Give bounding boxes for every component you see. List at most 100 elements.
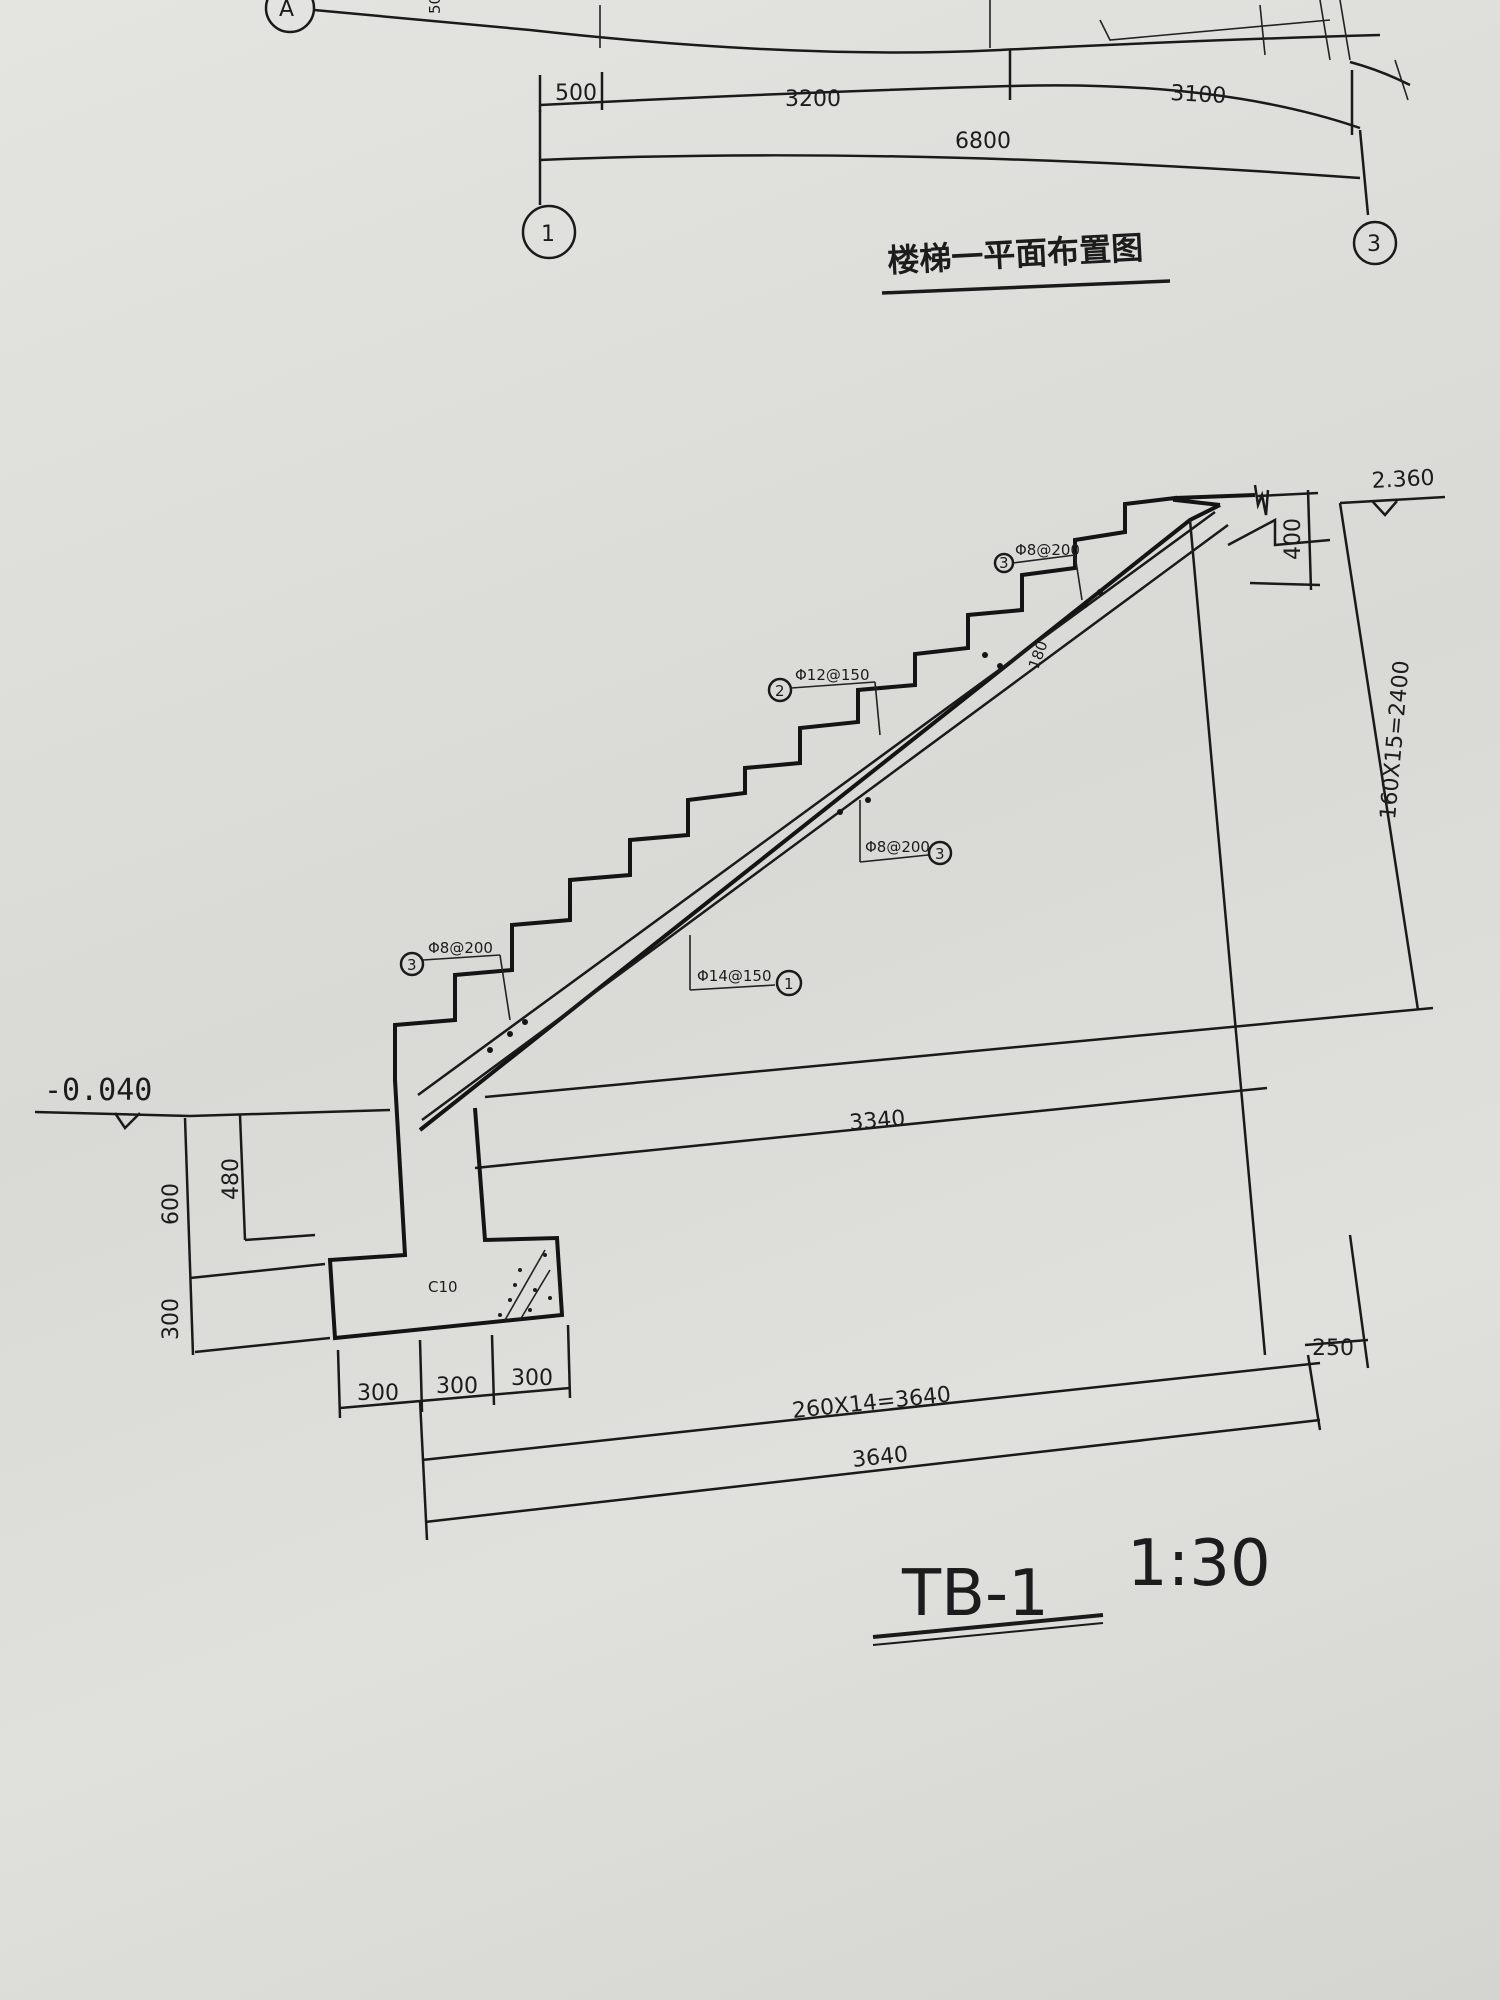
elevation-top: 2.360 (1339, 466, 1446, 517)
right-vertical-dims: 400 160X15=2400 (1249, 489, 1420, 1011)
dim-base-300-2: 300 (436, 1374, 478, 1399)
grid-label-1: 1 (541, 222, 555, 247)
grid-label-a: A (279, 0, 294, 22)
stair-plan-fragment: A 50 500 3200 3100 6800 1 3 楼梯一平面布置图 (264, 0, 1411, 295)
section-scale: 1:30 (1127, 1527, 1271, 1601)
dim-300-vertical: 300 (159, 1298, 184, 1340)
dim-ext-line (566, 1324, 572, 1399)
elev-top-triangle (1372, 500, 1398, 517)
grid-line-a (313, 8, 531, 32)
rebar-dots (487, 589, 1103, 1053)
elev-bottom-triangle (113, 1112, 141, 1130)
rebar-mark-3-left-num: 3 (407, 956, 417, 974)
elev-bottom-line (34, 1110, 191, 1118)
dim-3340: 3340 (848, 1106, 906, 1136)
leader-line (790, 681, 876, 689)
dim-ext-line (244, 1233, 316, 1242)
grid-bubble-a (264, 0, 316, 34)
bottom-dims: 300 300 300 250 260X14=3640 3640 (336, 1234, 1370, 1541)
landing-edge-line (1188, 519, 1267, 1356)
break-mark (1253, 484, 1270, 516)
dim-600: 600 (159, 1183, 184, 1225)
leader-line (689, 984, 776, 991)
dim-ext-line (418, 1399, 429, 1541)
footing: C10 (327, 1079, 565, 1341)
title-underline-1 (872, 1613, 1104, 1639)
rebar-label-1: Φ14@150 (697, 967, 772, 985)
landing-beam (1227, 517, 1331, 547)
rebar-mark-1 (775, 969, 803, 997)
dim-base-300-3: 300 (511, 1366, 553, 1391)
left-vertical-dims: 600 300 480 (159, 1114, 331, 1356)
dim-3340-group: 3340 (474, 1006, 1434, 1170)
dim-treads: 260X14=3640 (791, 1382, 952, 1424)
plan-dim-3100: 3100 (1170, 81, 1227, 109)
plan-curve (1349, 60, 1411, 87)
footing-hatch-line (504, 1249, 546, 1321)
leader-line (422, 954, 501, 961)
ground-line-left (189, 1108, 391, 1118)
dim-risers: 160X15=2400 (1376, 659, 1415, 820)
grid-label-3: 3 (1367, 232, 1381, 257)
plan-stair-edge (1099, 19, 1331, 41)
rebar-label-2: Φ12@150 (795, 666, 870, 684)
rebar-mark-2-num: 2 (775, 682, 785, 700)
rebar-mark-1-num: 1 (784, 975, 794, 993)
leader-line (1074, 554, 1083, 601)
rebar-mark-2 (767, 677, 793, 703)
plan-dim-500: 500 (555, 81, 597, 106)
dim-line-total (539, 154, 1361, 180)
dim-line-250 (1304, 1338, 1369, 1347)
dim-ext-line (1306, 1354, 1322, 1431)
stair-step-profile (393, 495, 1221, 1082)
stair-section-tb1: 180 3 Φ8@200 2 Φ12@150 Φ8@200 3 3 (34, 466, 1446, 1646)
elev-top-label: 2.360 (1371, 466, 1435, 494)
leader-line (1012, 554, 1076, 564)
dim-ext-line (1348, 1234, 1370, 1369)
elevation-bottom: -0.040 (34, 1073, 391, 1130)
plan-dim-6800: 6800 (955, 129, 1011, 154)
dim-ext-line (490, 1334, 496, 1406)
plan-line (1259, 4, 1266, 56)
dim-line-treads (421, 1361, 1321, 1462)
rebar-label-top-right: Φ8@200 (1015, 541, 1080, 559)
slab-soffit-line (418, 503, 1221, 1132)
footing-label: C10 (428, 1278, 458, 1296)
dim-ext-line (194, 1336, 331, 1354)
rebar-mark-3-mid-num: 3 (935, 845, 945, 863)
title-underline-2 (872, 1622, 1104, 1646)
dim-line-3640 (424, 1418, 1321, 1524)
dim-250: 250 (1312, 1336, 1354, 1361)
rebar-label-3-left: Φ8@200 (428, 939, 493, 957)
rebar-mark-3-left (399, 951, 425, 977)
rebar-label-3-mid: Φ8@200 (865, 838, 930, 856)
rebar-mark-3-mid (927, 840, 953, 866)
elev-bottom-label: -0.040 (44, 1073, 152, 1108)
slab-thickness-label: 180 (1025, 638, 1052, 671)
footing-hatch-line (519, 1269, 551, 1321)
dim-ext-line (336, 1349, 342, 1419)
dim-line-riser-total (1338, 502, 1420, 1011)
elev-top-line (1339, 495, 1446, 505)
plan-line (1339, 0, 1351, 61)
rebar-mark-3-top-num: 3 (999, 554, 1009, 572)
plan-title-underline (881, 279, 1171, 295)
dim-line-3340 (474, 1086, 1268, 1170)
footing-hatch (498, 1253, 552, 1317)
dim-ext-line (189, 1262, 326, 1280)
dim-ext-line (418, 1339, 424, 1413)
bottom-rebar-line (421, 523, 1229, 1122)
section-title: TB-1 1:30 (872, 1527, 1271, 1646)
leader-line (499, 954, 511, 1021)
plan-title: 楼梯一平面布置图 (886, 229, 1144, 280)
leader-line (874, 681, 881, 736)
grid-bubble-3 (1352, 220, 1398, 266)
dim-480: 480 (219, 1158, 244, 1200)
dim-3640: 3640 (851, 1442, 909, 1473)
partial-dim-label: 50 (426, 0, 444, 14)
plan-dim-3200: 3200 (785, 87, 841, 112)
plan-wall-line (529, 28, 1381, 54)
dim-line-400 (1306, 489, 1313, 591)
